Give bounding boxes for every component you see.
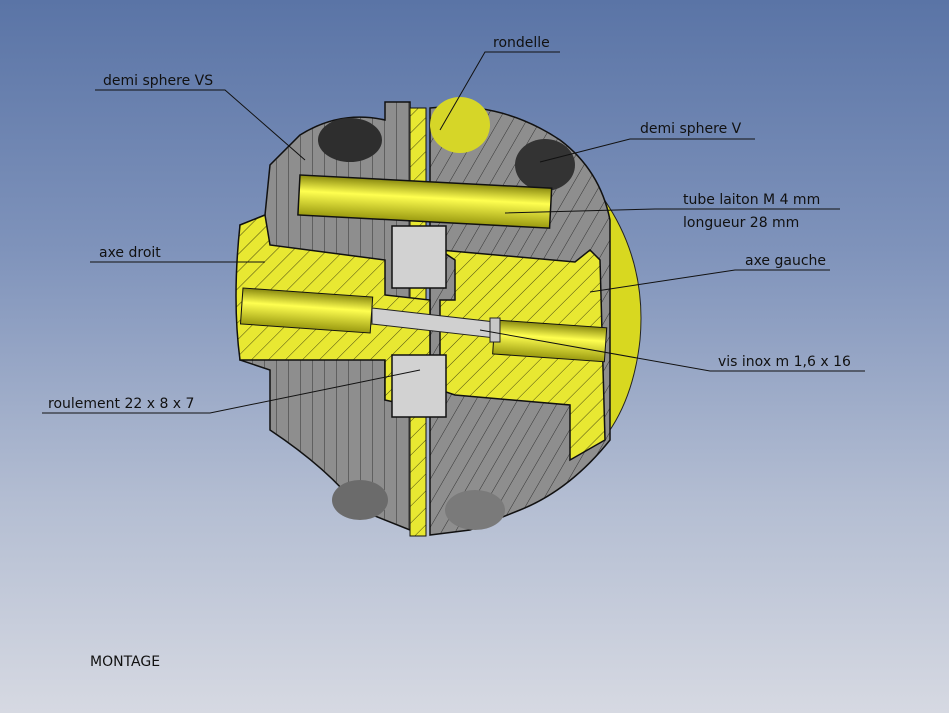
vis-head (489, 317, 501, 343)
leader-lines (42, 51, 865, 414)
axe-droit-bore (239, 287, 374, 334)
axe-gauche-bore (492, 319, 608, 363)
label-vis: vis inox m 1,6 x 16 (718, 354, 851, 370)
roulement-bottom (391, 354, 447, 418)
label-tube-line1: tube laiton M 4 mm (683, 192, 821, 208)
label-roulement: roulement 22 x 8 x 7 (48, 396, 195, 412)
label-demi-sphere-vs: demi sphere VS (103, 73, 214, 89)
roulement-top (391, 225, 447, 289)
label-axe-gauche: axe gauche (745, 253, 827, 269)
tube-laiton-shape (297, 174, 553, 229)
label-rondelle: rondelle (493, 35, 550, 51)
label-tube-line2: longueur 28 mm (683, 215, 800, 231)
label-axe-droit: axe droit (99, 245, 161, 261)
caption: MONTAGE (90, 654, 161, 670)
label-demi-sphere-v: demi sphere V (640, 121, 742, 137)
